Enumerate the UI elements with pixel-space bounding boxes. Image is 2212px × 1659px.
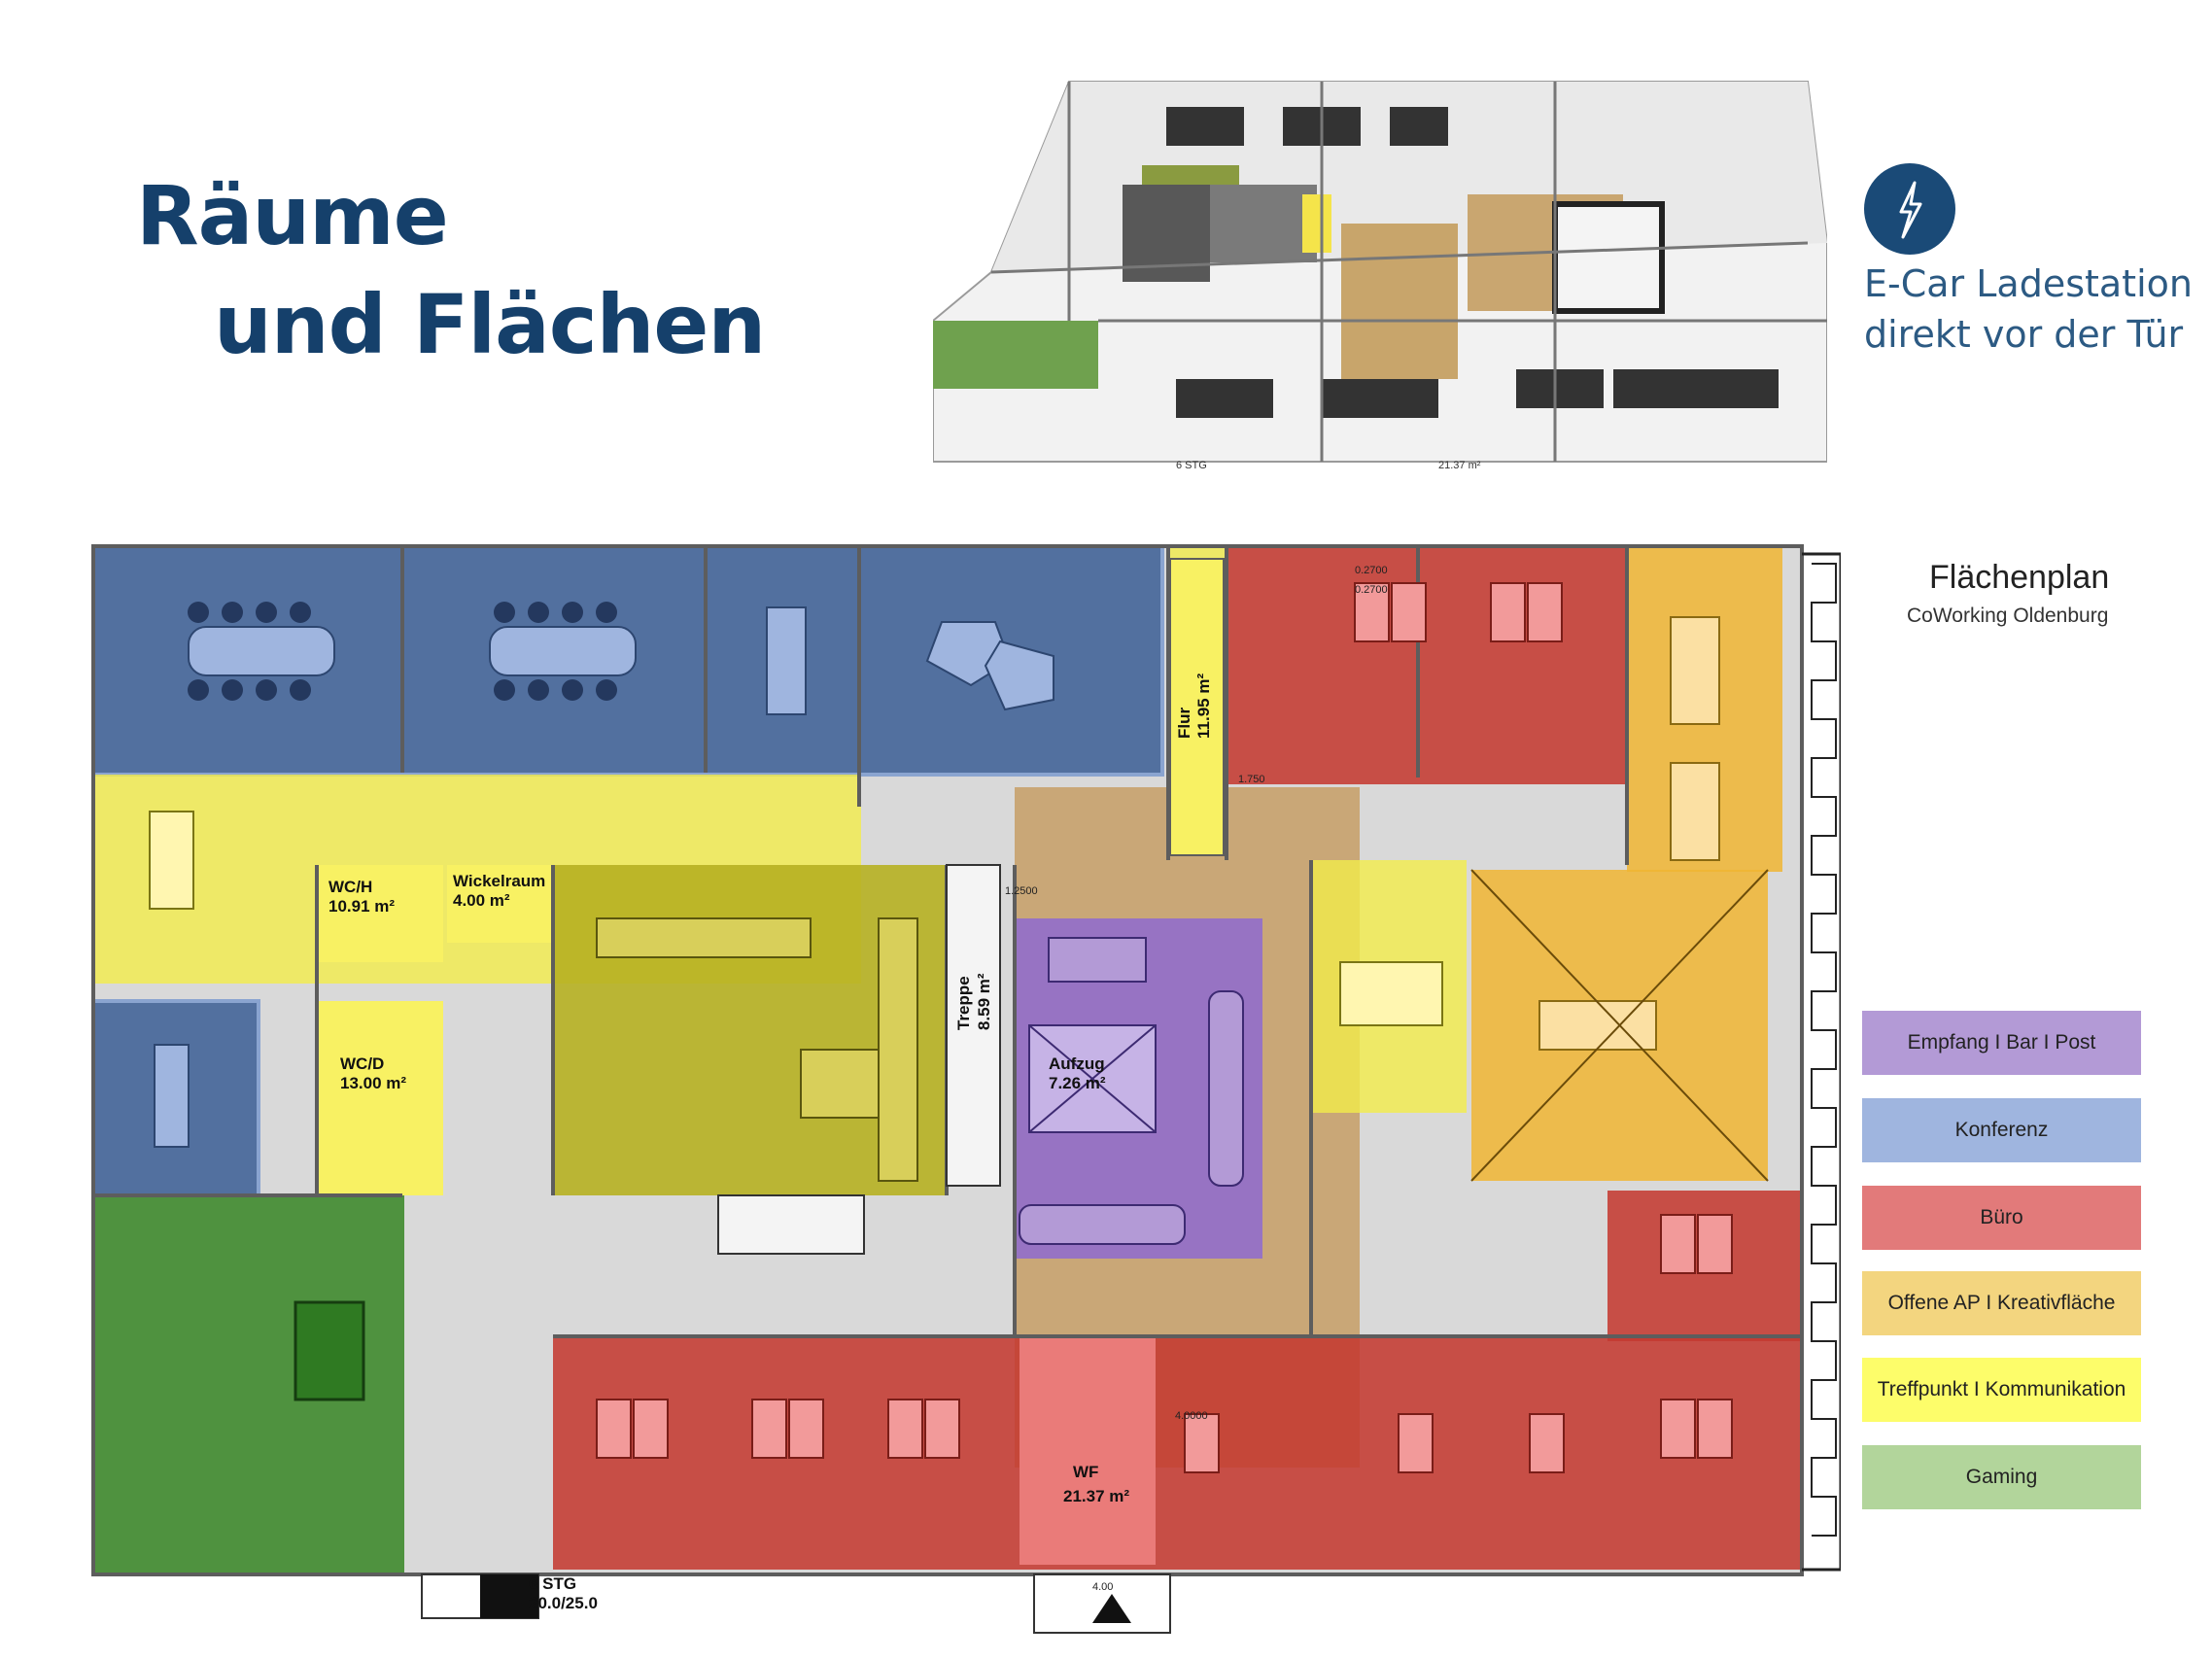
wickelraum-area: 4.00 m² — [453, 891, 510, 910]
legend-item-gaming: Gaming — [1862, 1445, 2141, 1509]
plan-subtitle: CoWorking Oldenburg — [1907, 605, 2109, 627]
dim-label-3: 1.750 — [1238, 774, 1265, 785]
page-title-line2: und Flächen — [214, 277, 766, 372]
stg-dim: 20.0/25.0 — [529, 1594, 598, 1612]
dim-label-1: 0.2700 — [1355, 565, 1388, 576]
dim-label-4: 1.2500 — [1005, 885, 1038, 897]
zone-wf — [1020, 1336, 1156, 1565]
wcd-area: 13.00 m² — [340, 1074, 406, 1092]
legend-item-konferenz: Konferenz — [1862, 1098, 2141, 1162]
legend-item-buero: Büro — [1862, 1186, 2141, 1250]
legend-item-offene-ap: Offene AP I Kreativfläche — [1862, 1271, 2141, 1335]
persp-area-label: 21.37 m² — [1438, 460, 1481, 471]
wf-area: 21.37 m² — [1063, 1487, 1129, 1505]
dim-label-6: 4.00 — [1092, 1581, 1113, 1593]
ev-charging-line1: E-Car Ladestation — [1864, 262, 2193, 305]
legend-item-empfang: Empfang I Bar I Post — [1862, 1011, 2141, 1075]
treppe-area: 8.59 m² — [975, 973, 993, 1030]
wickelraum-label: Wickelraum — [453, 872, 545, 890]
plan-title: Flächenplan — [1929, 559, 2110, 596]
aufzug-area: 7.26 m² — [1049, 1074, 1106, 1092]
page-title-line1: Räume — [136, 168, 449, 263]
treppe-label: Treppe — [954, 976, 973, 1030]
wch-area: 10.91 m² — [328, 897, 395, 916]
wch-label: WC/H — [328, 878, 372, 896]
legend-item-treffpunkt: Treffpunkt I Kommunikation — [1862, 1358, 2141, 1422]
floor-plan: WC/H 10.91 m² Wickelraum 4.00 m² WC/D 13… — [91, 544, 1841, 1634]
flur-area: 11.95 m² — [1194, 674, 1213, 739]
aufzug-label: Aufzug — [1049, 1054, 1105, 1073]
perspective-view: 6 STG 21.37 m² — [933, 81, 1827, 471]
wf-label: WF — [1073, 1463, 1098, 1481]
flur-label: Flur — [1175, 708, 1193, 739]
dim-label-2: 0.2700 — [1355, 584, 1388, 596]
stg-label: 6 STG — [529, 1574, 576, 1593]
lightning-icon — [1864, 163, 1955, 255]
wcd-label: WC/D — [340, 1054, 384, 1073]
persp-stg-label: 6 STG — [1176, 460, 1207, 471]
ev-charging-line2: direkt vor der Tür — [1864, 313, 2184, 356]
dim-label-5: 4.0000 — [1175, 1410, 1208, 1422]
